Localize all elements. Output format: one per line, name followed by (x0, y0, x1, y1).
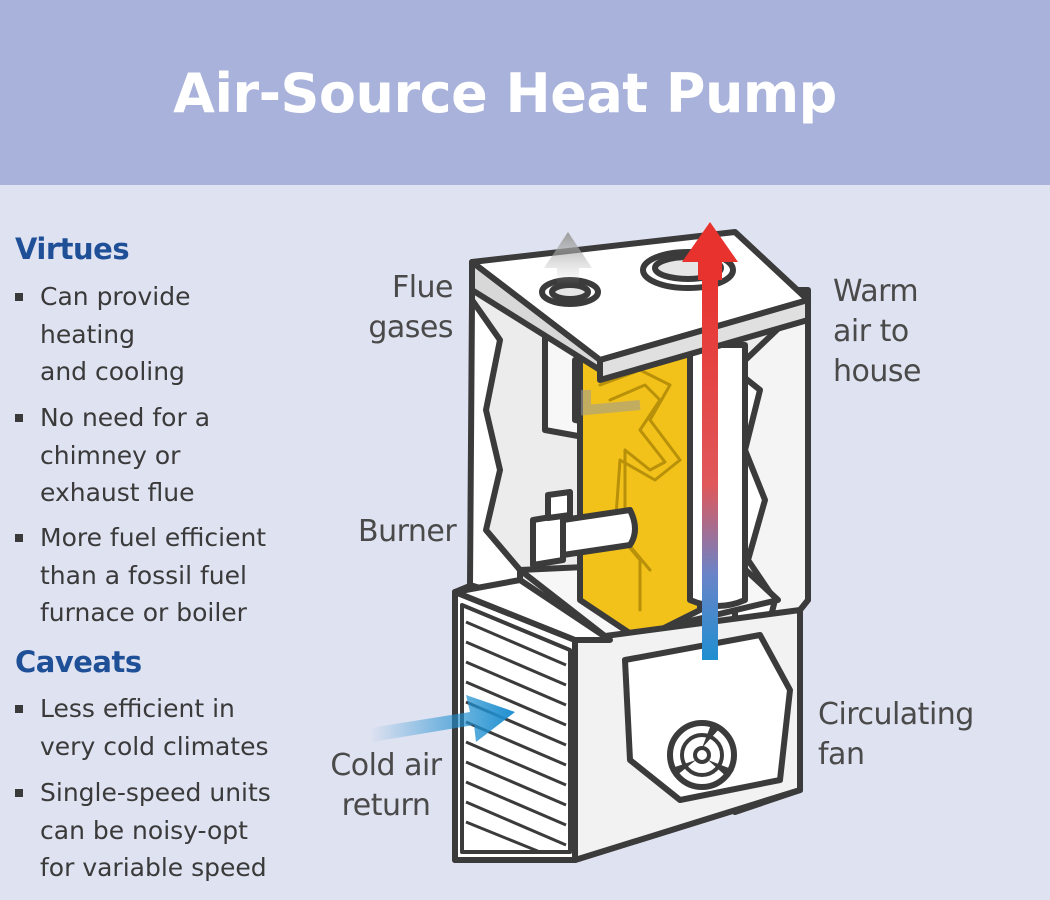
circulating-fan-label: Circulating fan (818, 697, 974, 772)
cold-air-return-label: Cold air return (330, 748, 442, 823)
filter-grille (460, 603, 572, 854)
bullet-icon (15, 414, 23, 422)
flue-gas-arrow-icon (544, 232, 592, 285)
cold-air-arrow-icon (370, 695, 515, 742)
caveats-heading: Caveats (15, 645, 142, 679)
bullet-icon (15, 789, 23, 797)
caveat-item-text: Less efficient in very cold climates (40, 694, 269, 761)
header-banner: Air-Source Heat Pump (0, 0, 1050, 185)
virtue-item: Can provide heating and cooling (15, 278, 305, 393)
burner-block (530, 512, 566, 568)
page-title: Air-Source Heat Pump (173, 62, 837, 125)
virtue-item: No need for a chimney or exhaust flue (15, 399, 305, 514)
bullet-icon (15, 534, 23, 542)
warm-air-label: Warm air to house (833, 274, 921, 389)
caveat-item: Single-speed units can be noisy-opt for … (15, 774, 305, 889)
flue-gases-label: Flue gases (368, 270, 453, 345)
virtue-item: More fuel efficient than a fossil fuel f… (15, 519, 305, 634)
bullet-icon (15, 705, 23, 713)
caveat-item: Less efficient in very cold climates (15, 690, 305, 768)
blower-housing (622, 632, 793, 803)
caveat-item-text: Single-speed units can be noisy-opt for … (40, 778, 271, 882)
burner-pipe (560, 507, 638, 558)
warm-air-stream (702, 270, 718, 660)
virtue-item-text: Can provide heating and cooling (40, 282, 191, 386)
bullet-icon (15, 293, 23, 301)
virtues-heading: Virtues (15, 232, 130, 266)
warm-air-arrow-icon (682, 222, 738, 280)
virtue-item-text: More fuel efficient than a fossil fuel f… (40, 523, 267, 627)
fan-blades (672, 722, 734, 778)
virtue-item-text: No need for a chimney or exhaust flue (40, 403, 211, 507)
burner-label: Burner (358, 514, 457, 549)
